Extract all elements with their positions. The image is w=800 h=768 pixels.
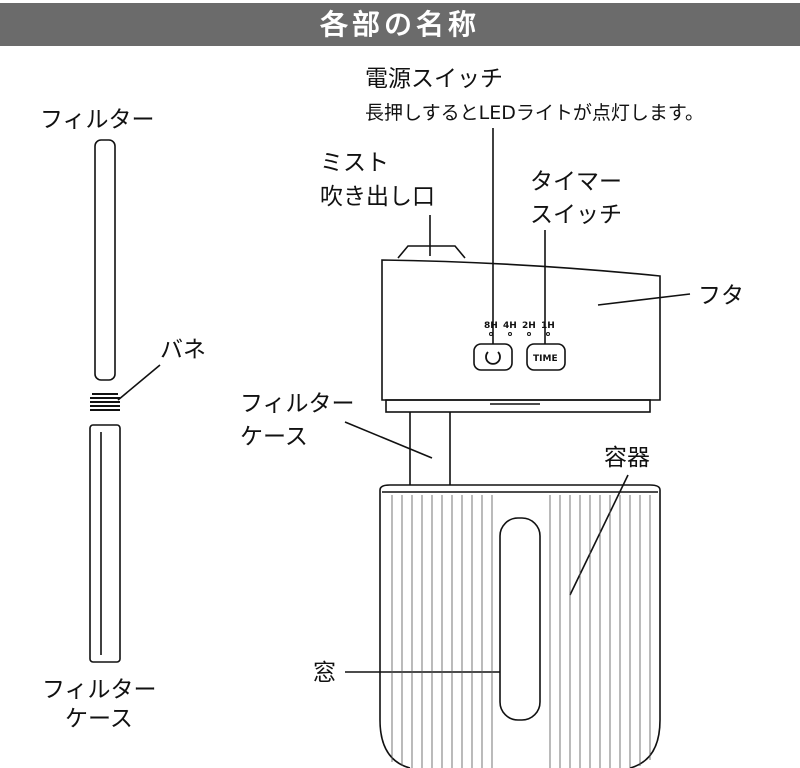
- label-mist: ミスト: [320, 150, 389, 176]
- container: [379, 484, 661, 768]
- window: [499, 517, 541, 721]
- timer-mark-4h: 4H: [503, 321, 517, 331]
- mist-outlet: [397, 245, 466, 259]
- timer-mark-2h: 2H: [522, 321, 536, 331]
- label-filter-case-left-2: ケース: [65, 706, 133, 732]
- filter-rod: [94, 139, 116, 381]
- label-lid: フタ: [698, 283, 744, 309]
- label-power-note: 長押しするとLEDライトが点灯します。: [365, 102, 704, 124]
- section-title: 各部の名称: [0, 3, 800, 46]
- label-filter-case-left: フィルター: [42, 677, 157, 703]
- label-window: 窓: [313, 660, 336, 686]
- label-power-switch: 電源スイッチ: [365, 66, 503, 92]
- label-mist-outlet: 吹き出し口: [320, 184, 435, 210]
- label-filter: フィルター: [40, 107, 155, 133]
- timer-mark-8h: 8H: [484, 321, 498, 331]
- label-filter-case: フィルター: [240, 391, 355, 417]
- label-container: 容器: [604, 445, 650, 471]
- label-filter-case-2: ケース: [240, 424, 308, 450]
- label-spring: バネ: [160, 337, 206, 363]
- timer-button[interactable]: [526, 343, 566, 371]
- label-timer-switch: スイッチ: [530, 202, 622, 228]
- label-timer: タイマー: [530, 169, 622, 195]
- spring: [90, 393, 120, 411]
- timer-mark-1h: 1H: [541, 321, 555, 331]
- power-button[interactable]: [473, 343, 513, 371]
- time-button-label: TIME: [533, 354, 558, 364]
- lid: [381, 259, 661, 401]
- filter-case-part: [89, 424, 121, 663]
- power-icon: [485, 351, 501, 365]
